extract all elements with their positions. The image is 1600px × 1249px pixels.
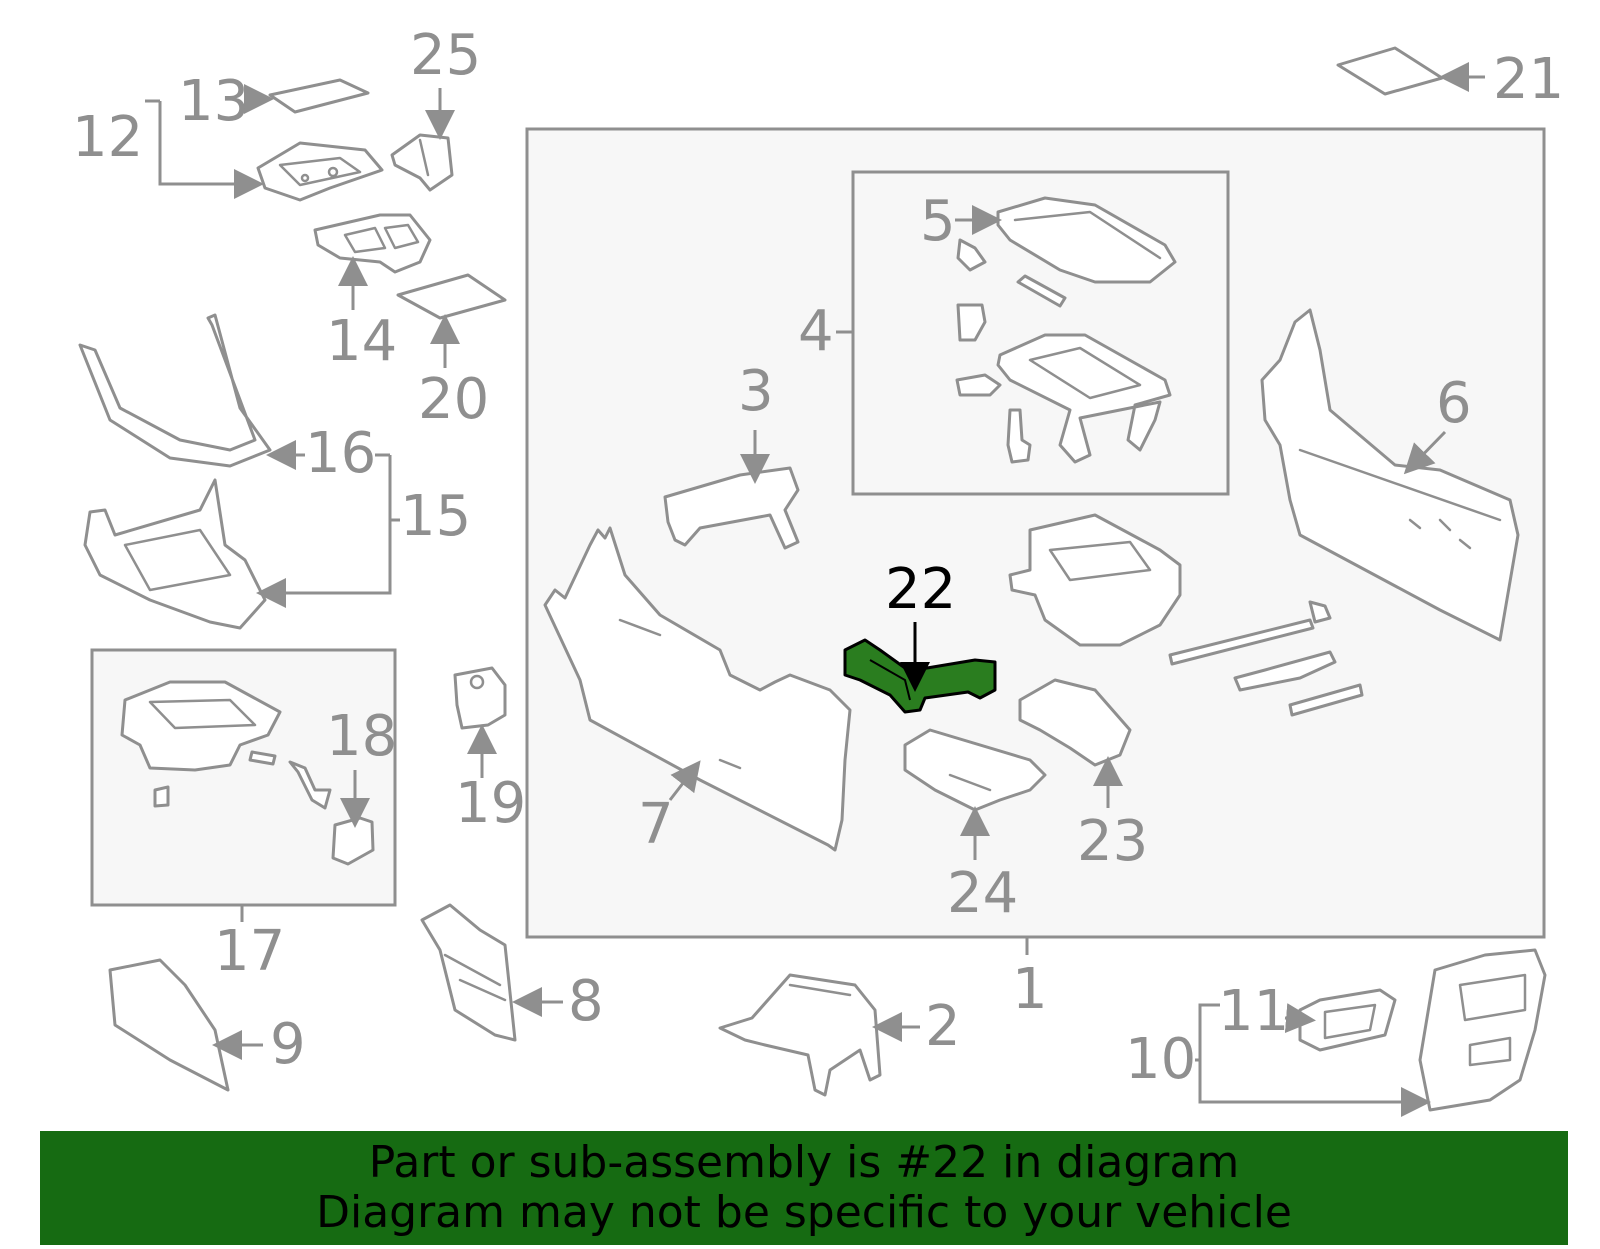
part-2-bracket xyxy=(718,973,882,1097)
part-20-pad xyxy=(396,273,507,320)
part-13-lid xyxy=(268,78,370,114)
part-19-switch xyxy=(453,666,507,730)
callout-4: 4 xyxy=(798,299,834,364)
part-4-console-lid-assembly xyxy=(996,333,1172,464)
part-17-shift-assembly xyxy=(120,680,332,810)
part-6-side-panel xyxy=(1260,308,1520,642)
leader-lines xyxy=(145,62,1485,1117)
part-8-panel xyxy=(420,903,517,1042)
callout-2: 2 xyxy=(925,994,961,1059)
callout-17: 17 xyxy=(214,919,285,984)
callout-25: 25 xyxy=(410,23,481,88)
callout-22: 22 xyxy=(885,557,956,622)
callout-5: 5 xyxy=(920,189,956,254)
callout-21: 21 xyxy=(1493,47,1564,112)
callout-7: 7 xyxy=(638,792,674,857)
banner-line-1: Part or sub-assembly is #22 in diagram xyxy=(368,1137,1240,1188)
part-console-bin xyxy=(1008,513,1182,647)
callout-23: 23 xyxy=(1077,809,1148,874)
callout-14: 14 xyxy=(326,309,397,374)
part-rod xyxy=(1168,600,1364,717)
callout-10: 10 xyxy=(1125,1027,1196,1092)
part-10-rear-panel xyxy=(1418,948,1547,1112)
part-5-armrest xyxy=(996,196,1177,284)
part-15-plate xyxy=(83,478,267,630)
callout-3: 3 xyxy=(738,359,774,424)
callout-20: 20 xyxy=(418,367,489,432)
callout-11: 11 xyxy=(1218,979,1289,1044)
part-25-bracket xyxy=(390,133,454,192)
callout-1: 1 xyxy=(1012,957,1048,1022)
part-4-small-parts xyxy=(955,238,1067,464)
callout-13: 13 xyxy=(178,69,249,134)
part-12-tray xyxy=(256,141,384,202)
part-14-cup-holder xyxy=(313,213,432,274)
info-banner: Part or sub-assembly is #22 in diagram D… xyxy=(40,1131,1568,1245)
assembly-box-17 xyxy=(90,648,397,907)
callout-19: 19 xyxy=(455,771,526,836)
part-3-bracket xyxy=(663,466,800,550)
callout-16: 16 xyxy=(305,421,376,486)
part-7-side-panel xyxy=(543,526,852,852)
part-16-trim xyxy=(78,313,272,468)
callout-9: 9 xyxy=(270,1012,306,1077)
callout-8: 8 xyxy=(568,969,604,1034)
part-9-panel xyxy=(108,958,230,1092)
callout-24: 24 xyxy=(947,861,1018,926)
callout-18: 18 xyxy=(326,704,397,769)
part-21-mat xyxy=(1336,46,1444,96)
part-11-vent xyxy=(1298,988,1397,1052)
callout-12: 12 xyxy=(72,105,143,170)
banner-line-2: Diagram may not be specific to your vehi… xyxy=(316,1187,1292,1238)
part-24-bracket xyxy=(903,728,1047,812)
callout-15: 15 xyxy=(400,484,471,549)
callout-6: 6 xyxy=(1436,371,1472,436)
